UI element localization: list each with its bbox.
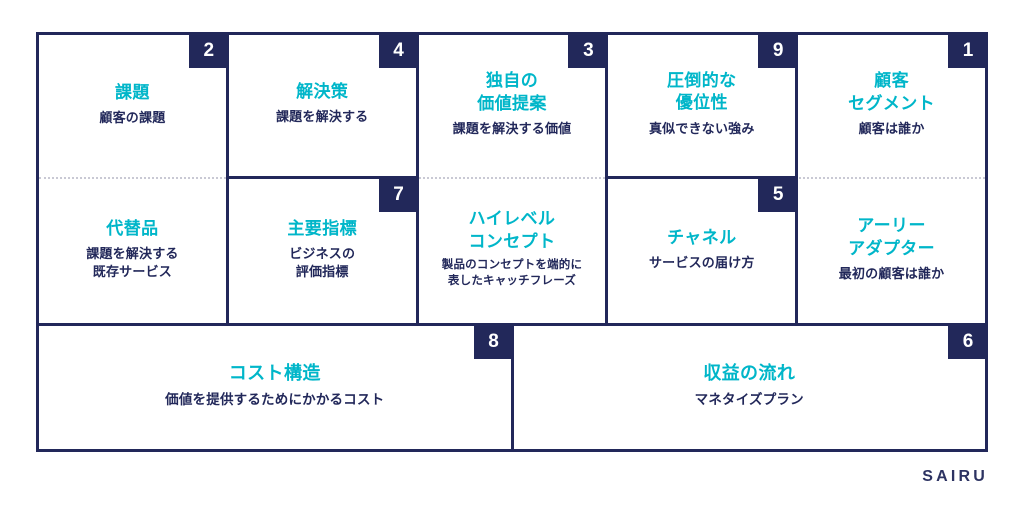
sairu-logo: SAIRU	[922, 468, 988, 485]
cell-desc-unique-value-proposition: 課題を解決する価値	[452, 121, 572, 137]
badge-number-1: 1	[947, 32, 988, 68]
cell-desc-problem: 顧客の課題	[99, 109, 166, 125]
canvas-row-top: 2 課題 顧客の課題 4 解決策 課題を解決する 3 独自の 価値提案 課題を解…	[39, 32, 988, 179]
canvas-cell-key-metrics[interactable]: 7 主要指標 ビジネスの 評価指標	[225, 176, 419, 323]
canvas-cell-unique-value-proposition[interactable]: 3 独自の 価値提案 課題を解決する価値	[415, 32, 609, 179]
cell-title-solution: 解決策	[296, 82, 349, 101]
badge-number-9: 9	[758, 32, 799, 68]
badge-number-4: 4	[378, 32, 419, 68]
cell-desc-key-metrics: ビジネスの 評価指標	[289, 246, 356, 279]
cell-title-existing-alternatives: 代替品	[106, 218, 159, 238]
canvas-cell-problem[interactable]: 2 課題 顧客の課題	[39, 32, 229, 179]
cell-title-high-level-concept: ハイレベル コンセプト	[468, 209, 556, 251]
cell-desc-solution: 課題を解決する	[275, 109, 369, 125]
cell-desc-channels: サービスの届け方	[648, 254, 755, 270]
cell-title-customer-segments: 顧客 セグメント	[848, 71, 936, 113]
canvas-cell-customer-segments[interactable]: 1 顧客 セグメント 顧客は誰か	[795, 32, 988, 179]
canvas-cell-high-level-concept[interactable]: ハイレベル コンセプト 製品のコンセプトを端的に 表したキャッチフレーズ	[415, 179, 606, 323]
canvas-frame: 2 課題 顧客の課題 4 解決策 課題を解決する 3 独自の 価値提案 課題を解…	[36, 32, 988, 452]
canvas-cell-existing-alternatives[interactable]: 代替品 課題を解決する 既存サービス	[39, 179, 226, 323]
canvas-cell-early-adopters[interactable]: アーリー アダプター 最初の顧客は誰か	[795, 179, 985, 323]
canvas-row-bottom: 8 コスト構造 価値を提供するためにかかるコスト 6 収益の流れ マネタイズプラ…	[39, 323, 988, 449]
badge-number-3: 3	[568, 32, 609, 68]
cell-desc-existing-alternatives: 課題を解決する 既存サービス	[86, 246, 179, 279]
cell-desc-revenue-streams: マネタイズプラン	[694, 392, 804, 408]
canvas-cell-revenue-streams[interactable]: 6 収益の流れ マネタイズプラン	[510, 323, 988, 449]
cell-title-early-adopters: アーリー アダプター	[848, 216, 936, 258]
badge-number-5: 5	[758, 176, 799, 212]
cell-title-unfair-advantage: 圧倒的な 優位性	[666, 70, 737, 113]
canvas-cell-channels[interactable]: 5 チャネル サービスの届け方	[605, 176, 799, 323]
cell-desc-cost-structure: 価値を提供するためにかかるコスト	[165, 392, 385, 408]
badge-number-7: 7	[378, 176, 419, 212]
canvas-cell-unfair-advantage[interactable]: 9 圧倒的な 優位性 真似できない強み	[605, 32, 799, 179]
canvas-cell-cost-structure[interactable]: 8 コスト構造 価値を提供するためにかかるコスト	[39, 323, 514, 449]
cell-title-problem: 課題	[114, 82, 150, 102]
cell-title-cost-structure: コスト構造	[228, 362, 321, 383]
cell-title-unique-value-proposition: 独自の 価値提案	[477, 71, 547, 113]
cell-title-key-metrics: 主要指標	[287, 218, 357, 238]
badge-number-6: 6	[948, 323, 988, 359]
cell-desc-high-level-concept: 製品のコンセプトを端的に 表したキャッチフレーズ	[441, 259, 583, 287]
cell-desc-customer-segments: 顧客は誰か	[858, 121, 925, 137]
canvas-row-middle: 代替品 課題を解決する 既存サービス 7 主要指標 ビジネスの 評価指標 ハイレ…	[39, 176, 985, 323]
cell-desc-unfair-advantage: 真似できない強み	[648, 120, 755, 136]
canvas-cell-solution[interactable]: 4 解決策 課題を解決する	[225, 32, 419, 179]
cell-desc-early-adopters: 最初の顧客は誰か	[838, 266, 945, 282]
badge-number-8: 8	[473, 323, 514, 359]
cell-title-revenue-streams: 収益の流れ	[703, 362, 796, 383]
cell-title-channels: チャネル	[667, 227, 737, 247]
badge-number-2: 2	[188, 32, 229, 68]
